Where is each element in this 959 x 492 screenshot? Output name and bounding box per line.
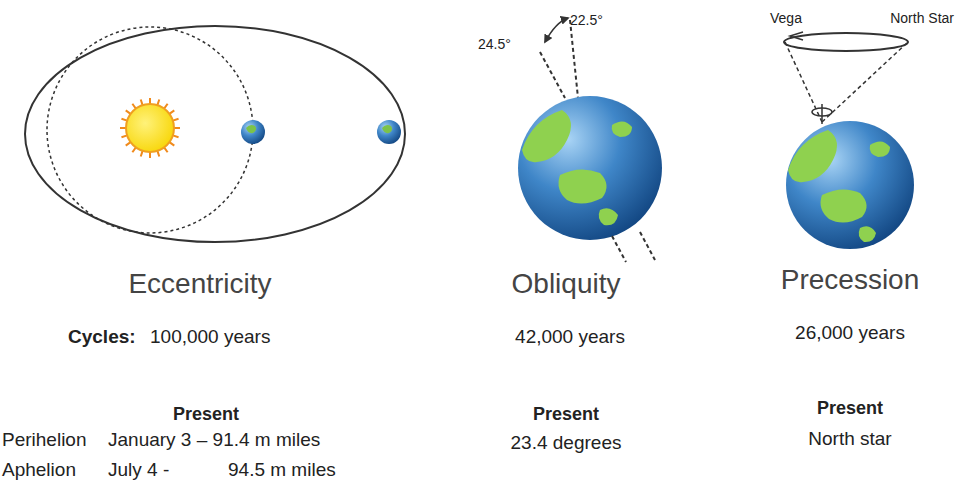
star-label: Vega <box>770 10 802 26</box>
cycle-heading: Eccentricity <box>128 268 271 300</box>
cycle-length: 100,000 years <box>150 326 270 348</box>
present-value: North star <box>808 428 891 450</box>
present-heading: Present <box>533 404 599 425</box>
obliquity-figure <box>518 18 662 262</box>
orbit-point: Aphelion <box>2 459 76 481</box>
cycle-length: 42,000 years <box>515 326 625 348</box>
cycles-label: Cycles: <box>68 326 136 348</box>
present-heading: Present <box>817 398 883 419</box>
precession-figure <box>784 32 914 249</box>
present-heading: Present <box>173 404 239 425</box>
angle-label: 22.5° <box>570 12 603 28</box>
angle-label: 24.5° <box>478 36 511 52</box>
star-label: North Star <box>890 10 954 26</box>
eccentricity-figure <box>25 26 405 242</box>
cycle-length: 26,000 years <box>795 322 905 344</box>
cycle-heading: Precession <box>781 264 920 296</box>
orbit-point: Perihelion <box>2 429 87 451</box>
orbit-value: January 3 – 91.4 m miles <box>108 429 320 451</box>
present-value: 23.4 degrees <box>511 432 622 454</box>
orbit-value: July 4 - <box>108 459 169 481</box>
cycle-heading: Obliquity <box>512 268 621 300</box>
orbit-value: 94.5 m miles <box>228 459 336 481</box>
